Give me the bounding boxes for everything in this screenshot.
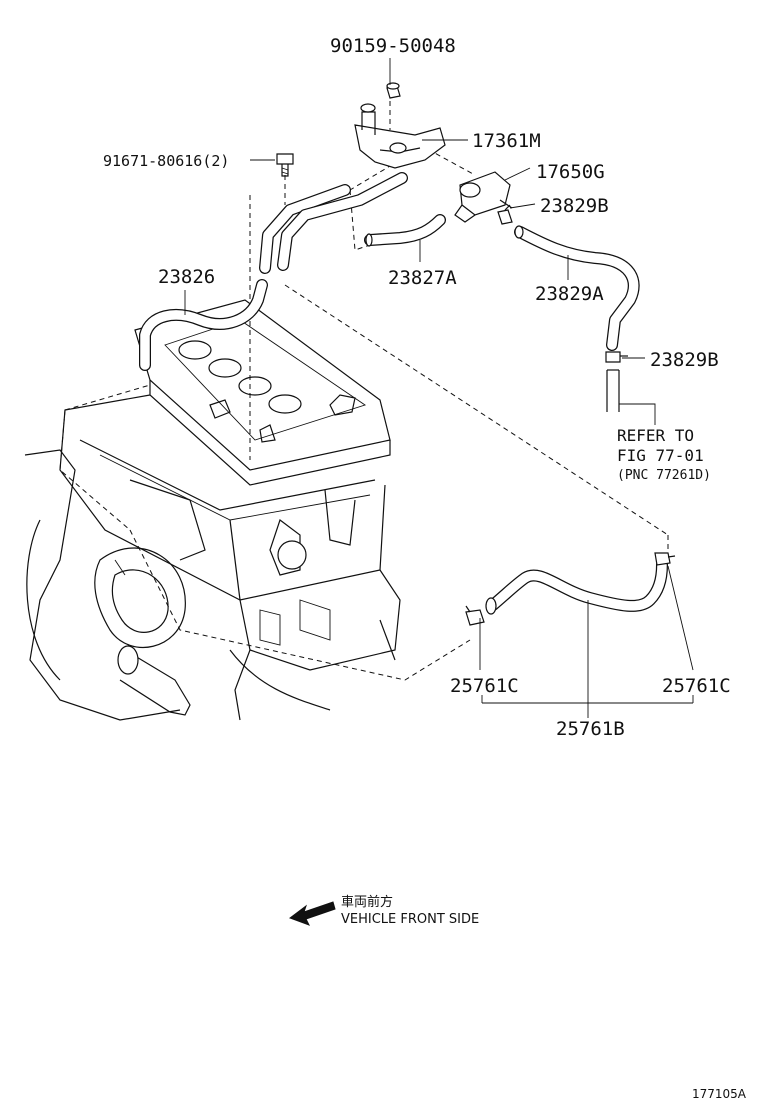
figure-id: 177105A xyxy=(692,1087,747,1101)
clamp-23829b-top xyxy=(497,204,513,225)
reference-line-3: (PNC 77261D) xyxy=(617,468,711,483)
label-23829b-mid: 23829B xyxy=(650,349,719,371)
clamp-25761c-left xyxy=(465,605,485,626)
engine-assembly xyxy=(24,299,401,721)
label-23827a: 23827A xyxy=(388,267,457,289)
label-23829a: 23829A xyxy=(535,283,604,305)
hose-23826 xyxy=(139,172,408,371)
bracket-17361m xyxy=(354,82,446,169)
label-25761b: 25761B xyxy=(556,718,625,740)
valve-17650g xyxy=(454,171,513,223)
hose-25761b xyxy=(485,559,668,615)
bolt-91671 xyxy=(276,153,294,177)
label-25761c-left: 25761C xyxy=(450,675,519,697)
direction-japanese: 車両前方 xyxy=(341,894,393,910)
label-17650g: 17650G xyxy=(536,161,605,183)
hose-23827a xyxy=(364,214,446,247)
label-17361m: 17361M xyxy=(472,130,541,152)
vehicle-front-indicator: 車両前方 VEHICLE FRONT SIDE xyxy=(288,894,479,927)
label-23829b-top: 23829B xyxy=(540,195,609,217)
leader-lines xyxy=(184,58,694,718)
label-23826: 23826 xyxy=(158,266,215,288)
reference-pipe xyxy=(606,369,620,412)
clamp-25761c-right xyxy=(654,552,676,566)
label-25761c-right: 25761C xyxy=(662,675,731,697)
hose-23829a xyxy=(514,225,640,351)
direction-english: VEHICLE FRONT SIDE xyxy=(341,912,479,927)
clamp-23829b-mid xyxy=(605,351,628,363)
front-arrow-icon xyxy=(288,901,336,926)
reference-line-2: FIG 77-01 xyxy=(617,446,704,465)
label-91671-80616: 91671-80616(2) xyxy=(103,152,229,170)
reference-line-1: REFER TO xyxy=(617,426,694,445)
label-90159-50048: 90159-50048 xyxy=(330,35,456,57)
